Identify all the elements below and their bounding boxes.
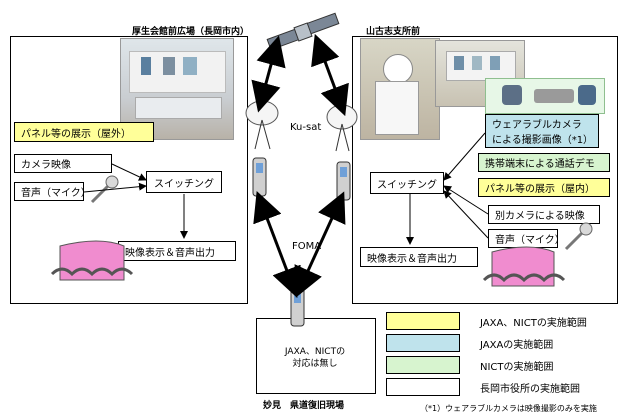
- wearable-arrow: [443, 132, 486, 181]
- wearable-camera-photo: [485, 78, 605, 114]
- left-site-title: 厚生会館前広場（長岡市内）: [132, 27, 250, 37]
- left-camera-box: カメラ映像: [14, 154, 112, 173]
- left-audio-box: 音声（マイク）: [14, 182, 91, 201]
- left-audio-arrow: [83, 182, 147, 193]
- satellite-label: Ku-sat: [290, 122, 322, 133]
- right-site-title: 山古志支所前: [366, 27, 421, 37]
- left-switching-box: スイッチング: [146, 171, 222, 193]
- other-camera-box: 別カメラによる映像: [488, 205, 600, 224]
- right-audio-arrow: [443, 190, 489, 239]
- left-camera-arrow: [111, 163, 147, 181]
- left-microphone-icon: [90, 175, 119, 204]
- left-screen-audience-icon: [50, 240, 134, 281]
- footnote: （*1）ウェアラブルカメラは映像撮影のみを実施: [420, 404, 597, 413]
- legend-swatch-nict: [386, 356, 460, 374]
- right-output-box: 映像表示＆音声出力: [360, 247, 478, 267]
- legend-label-city: 長岡市役所の実施範囲: [480, 384, 580, 395]
- legend-label-jaxa-nict: JAXA、NICTの実施範囲: [480, 318, 587, 329]
- right-site-photo-1: [360, 38, 440, 140]
- bottom-site-region: [256, 318, 376, 394]
- right-screen-audience-icon: [482, 246, 566, 287]
- legend-swatch-city: [386, 378, 460, 396]
- phone-demo-box: 携帯端末による通話デモ: [478, 153, 610, 172]
- legend-swatch-jaxa-nict: [386, 312, 460, 330]
- right-satellite-dish-icon: [326, 104, 358, 152]
- right-panel-display-box: パネル等の展示（屋内）: [478, 178, 610, 197]
- legend-label-nict: NICTの実施範囲: [480, 362, 554, 373]
- left-phone-icon: [252, 157, 267, 197]
- bottom-note-line-2: 対応は無し: [292, 359, 338, 369]
- bottom-site-title: 妙見 県道復旧現場: [263, 401, 345, 411]
- left-satellite-dish-icon: [245, 100, 279, 150]
- wearable-line-1: ウェアラブルカメラ: [492, 120, 582, 131]
- left-foma-link: [253, 190, 301, 299]
- bottom-note-line-1: JAXA、NICTの: [284, 347, 346, 357]
- wearable-camera-box: ウェアラブルカメラ による撮影画像（*1）: [485, 114, 599, 148]
- right-satellite-link: [311, 33, 349, 117]
- wearable-line-2: による撮影画像（*1）: [492, 135, 594, 146]
- right-microphone-icon: [564, 222, 593, 251]
- right-foma-link: [294, 191, 346, 298]
- left-output-box: 映像表示＆音声出力: [118, 241, 236, 261]
- bottom-note: JAXA、NICTの 対応は無し: [260, 346, 370, 370]
- other-camera-arrow: [443, 185, 489, 215]
- legend-label-jaxa: JAXAの実施範囲: [480, 340, 554, 351]
- satellite-icon: [266, 12, 340, 51]
- right-phone-icon: [336, 161, 351, 201]
- left-panel-display-box: パネル等の展示（屋外）: [14, 122, 154, 142]
- right-switching-box: スイッチング: [370, 172, 444, 194]
- left-satellite-link: [251, 35, 286, 113]
- legend-swatch-jaxa: [386, 334, 460, 352]
- bottom-phone-icon: [290, 287, 305, 327]
